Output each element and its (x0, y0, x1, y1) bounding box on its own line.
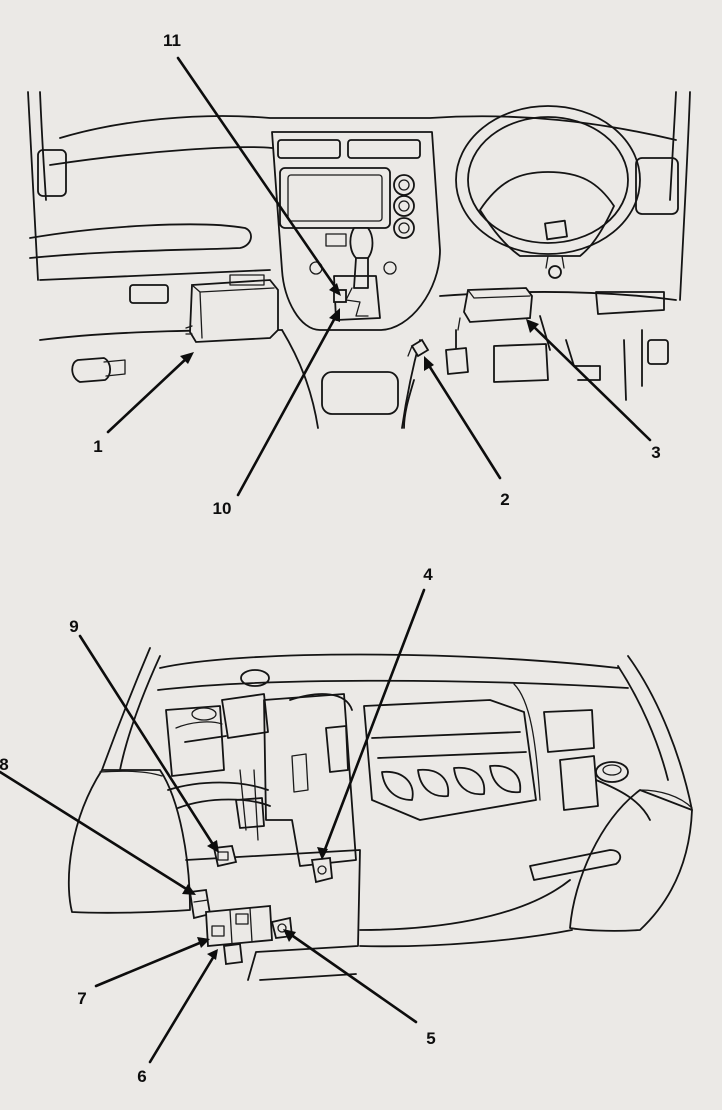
callout-4: 4 (423, 565, 433, 584)
callout-8: 8 (0, 755, 9, 774)
radio-top-left (277, 139, 341, 159)
callout-3: 3 (651, 443, 660, 462)
component-9-sensor (212, 845, 238, 868)
left-vent (37, 149, 67, 197)
left-headlight (67, 769, 191, 914)
radio-top-right (347, 139, 421, 159)
callout-2: 2 (500, 490, 509, 509)
brake-pedal (493, 343, 549, 383)
engine-block (363, 699, 537, 821)
engine-leaders (0, 588, 426, 1064)
right-switch (647, 339, 669, 365)
component-1-ecm (185, 274, 279, 343)
callout-7: 7 (77, 989, 86, 1008)
steering-wheel (455, 105, 641, 279)
callout-labels: 1 2 3 4 5 6 7 8 9 10 11 (0, 31, 661, 1086)
component-3-control-unit (457, 287, 533, 331)
washer-cap (595, 761, 629, 783)
center-console (271, 131, 441, 331)
callout-11: 11 (163, 31, 181, 50)
console-tray (321, 371, 399, 415)
component-6-7-valve-block (205, 905, 273, 966)
engine-bay-view (67, 647, 693, 981)
clutch-pedal (445, 347, 469, 375)
gear-shift-lever (333, 227, 381, 321)
callout-5: 5 (426, 1029, 435, 1048)
airbag-emblem (544, 219, 568, 241)
component-4-solenoid (310, 857, 333, 884)
callout-10: 10 (213, 499, 232, 518)
component-2-brake-switch (407, 338, 430, 358)
callout-6: 6 (137, 1067, 146, 1086)
display-screen (279, 167, 391, 229)
callout-1: 1 (93, 437, 102, 456)
right-headlight (569, 789, 693, 932)
right-vent (635, 157, 679, 215)
callout-9: 9 (69, 617, 78, 636)
glovebox-latch (129, 284, 169, 304)
dashboard-view (27, 91, 691, 429)
dashboard-leaders (106, 56, 652, 497)
air-box (263, 693, 357, 867)
ignition-switch (548, 265, 562, 279)
